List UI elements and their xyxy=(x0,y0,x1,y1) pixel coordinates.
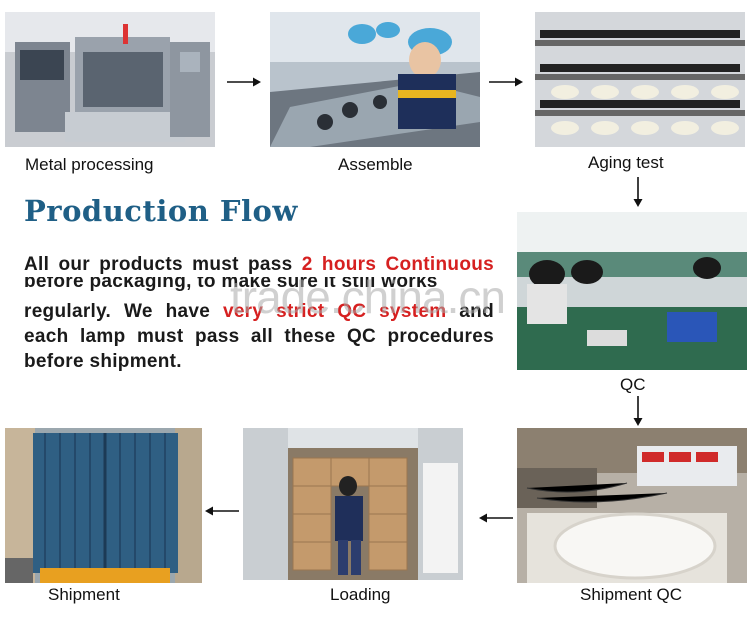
loading-photo xyxy=(243,428,463,580)
metal-processing-caption: Metal processing xyxy=(25,155,154,174)
highlight-text: very strict QC system xyxy=(222,301,447,322)
shipment-photo xyxy=(5,428,202,583)
aging-test-photo xyxy=(535,12,745,147)
loading-caption: Loading xyxy=(330,585,391,604)
highlight-text: 2 hours Continuous xyxy=(301,254,494,275)
shipment-qc-photo xyxy=(517,428,747,583)
arrow-down-icon xyxy=(633,177,643,207)
qc-photo xyxy=(517,212,747,370)
arrow-right-icon xyxy=(489,77,523,87)
paragraph-line-3: regularly. We have very strict QC system… xyxy=(24,301,494,322)
page-title: Production Flow xyxy=(24,194,298,228)
paragraph-line-4: each lamp must pass all these QC procedu… xyxy=(24,326,494,347)
aging-test-caption: Aging test xyxy=(588,153,664,172)
assemble-caption: Assemble xyxy=(338,155,413,174)
arrow-left-icon xyxy=(205,506,239,516)
qc-caption: QC xyxy=(620,375,646,394)
shipment-qc-caption: Shipment QC xyxy=(580,585,683,604)
shipment-caption: Shipment xyxy=(48,585,120,604)
arrow-left-icon xyxy=(479,513,513,523)
assemble-photo xyxy=(270,12,480,147)
arrow-down-icon xyxy=(633,396,643,426)
paragraph-line-2: before packaging, to make sure it still … xyxy=(24,277,438,292)
paragraph-line-1: All our products must pass 2 hours Conti… xyxy=(24,254,494,275)
metal-processing-photo xyxy=(5,12,215,147)
paragraph-line-5: before shipment. xyxy=(24,351,182,372)
arrow-right-icon xyxy=(227,77,261,87)
description-paragraph: All our products must pass 2 hours Conti… xyxy=(24,252,494,374)
